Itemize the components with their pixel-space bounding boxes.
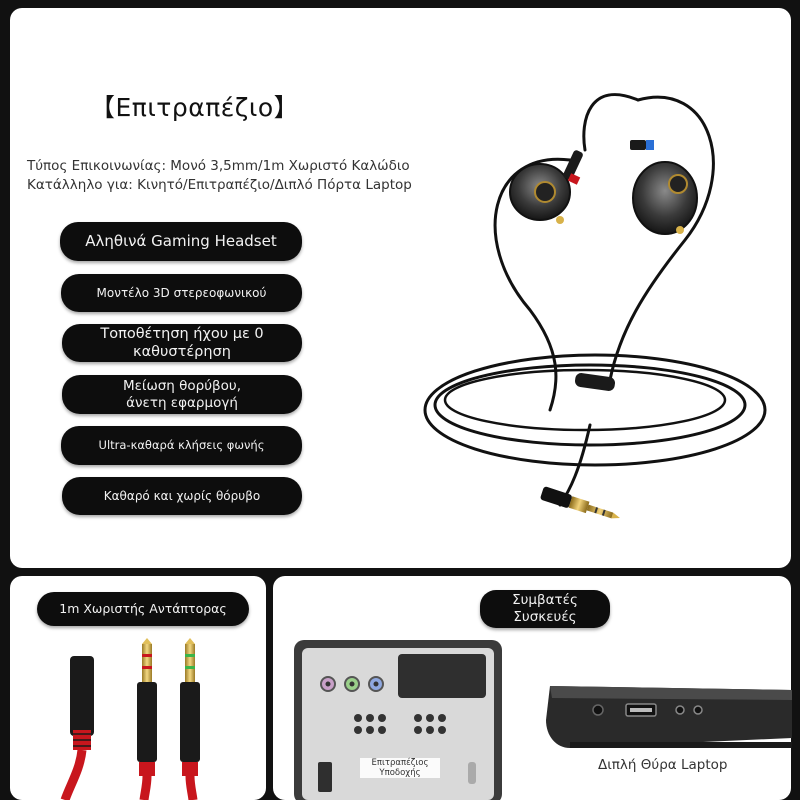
- adapter-label: 1m Χωριστής Αντάπτορας: [37, 592, 249, 626]
- feature-gaming-headset: Αληθινά Gaming Headset: [60, 222, 302, 261]
- feature-clear-calls: Ultra-καθαρά κλήσεις φωνής: [61, 426, 302, 465]
- adapter-cable-image: [60, 638, 200, 800]
- spec-communication: Τύπος Επικοινωνίας: Μονό 3,5mm/1m Χωριστ…: [27, 158, 410, 174]
- desktop-caption: Επιτραπέζιος Υποδοχής: [360, 758, 440, 779]
- headset-image: [423, 93, 767, 519]
- feature-noise-reduction: Μείωση θορύβου, άνετη εφαρμογή: [62, 375, 302, 414]
- feature-3d-stereo: Μοντέλο 3D στερεοφωνικού: [61, 274, 302, 312]
- compatible-devices-label: Συμβατές Συσκευές: [480, 590, 610, 628]
- laptop-image: [546, 686, 792, 748]
- feature-noise-free: Καθαρό και χωρίς θόρυβο: [62, 477, 302, 515]
- desktop-pc-image: [294, 640, 502, 800]
- feature-zero-latency: Τοποθέτηση ήχου με 0 καθυστέρηση: [62, 324, 302, 362]
- spec-compatibility: Κατάλληλο για: Κινητό/Επιτραπέζιο/Διπλό …: [27, 177, 412, 193]
- laptop-caption: Διπλή Θύρα Laptop: [598, 757, 728, 773]
- product-title: 【Επιτραπέζιο】: [90, 93, 300, 122]
